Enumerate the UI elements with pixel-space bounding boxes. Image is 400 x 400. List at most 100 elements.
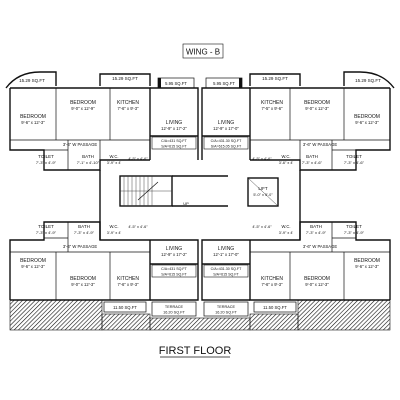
balcony-top-inner-left bbox=[99, 73, 151, 86]
bottom-left-partitions bbox=[10, 222, 150, 300]
bottom-right-living-dim: 12'-1" x 17'-0" bbox=[213, 252, 239, 257]
balcony-area-top-center-left: 5.95 SQ.FT bbox=[165, 81, 187, 86]
top-right-area-super: S/A=615.05 SQ.FT bbox=[211, 145, 242, 149]
balcony-top-inner-right bbox=[249, 73, 301, 86]
wing-title-box bbox=[182, 43, 224, 59]
lift-shaft bbox=[247, 177, 279, 207]
bottom-right-bath-dim: 7'-3" x 4'-9" bbox=[306, 230, 327, 235]
bottom-right-balcony bbox=[253, 301, 297, 313]
bottom-right-partitions bbox=[250, 222, 390, 300]
passage-bottom-right: 3'-6" W PASSAGE bbox=[303, 244, 338, 249]
bottom-left-terrace-area: 16.20 SQ.FT bbox=[163, 311, 185, 315]
top-left-area-super: S/A=615 SQ.FT bbox=[161, 145, 187, 149]
bottom-left-bedroom2-dim: 9'-0" x 12'-3" bbox=[71, 282, 95, 287]
top-right-bedroom1-dim: 9'-6" x 12'-3" bbox=[355, 120, 379, 125]
bottom-left-toilet-label: TOILET bbox=[38, 224, 54, 229]
parapet-hatch-mid bbox=[149, 317, 251, 331]
top-left-bedroom1-dim: 9'-6" x 12'-3" bbox=[21, 120, 45, 125]
top-left-bedroom1-label: BEDROOM bbox=[20, 114, 46, 120]
top-left-kitchen-dim: 7'-6" x 9'-3" bbox=[117, 106, 139, 111]
bottom-left-area-carpet: C/A=431 SQ.FT bbox=[161, 267, 187, 271]
bottom-left-area-box bbox=[151, 264, 197, 278]
top-right-kitchen-label: KITCHEN bbox=[261, 100, 283, 106]
bottom-left-wc-label: W.C. bbox=[109, 224, 118, 229]
parapet-hatch-right bbox=[297, 299, 391, 331]
bottom-left-kitchen-label: KITCHEN bbox=[117, 276, 139, 282]
top-left-partitions bbox=[10, 88, 150, 170]
top-left-bedroom2-dim: 9'-0" x 12'-9" bbox=[71, 106, 95, 111]
top-left-kitchen-label: KITCHEN bbox=[117, 100, 139, 106]
passage-top-left: 3'-6" W PASSAGE bbox=[63, 142, 98, 147]
balcony-curve-top-left bbox=[5, 71, 57, 89]
lift-dim: 5'-0" x 5'-0" bbox=[253, 193, 273, 197]
balcony-area-top-center-right: 5.95 SQ.FT bbox=[213, 81, 235, 86]
top-right-wc-label: W.C. bbox=[281, 154, 290, 159]
bottom-right-wc-dim: 3'-9" x 4' bbox=[279, 231, 294, 235]
bottom-left-bedroom2-label: BEDROOM bbox=[70, 276, 96, 282]
core-lobby-walls bbox=[99, 170, 301, 240]
parapet-hatch-center-right bbox=[249, 313, 299, 331]
bottom-left-bedroom1-label: BEDROOM bbox=[20, 258, 46, 264]
balcony-curve-top-right bbox=[343, 71, 395, 89]
bottom-left-bath-dim: 7'-3" x 4'-9" bbox=[74, 230, 95, 235]
bottom-left-balcony bbox=[103, 301, 147, 313]
bottom-right-terrace-label: TERRACE bbox=[217, 305, 236, 309]
top-right-bedroom2-label: BEDROOM bbox=[304, 100, 330, 106]
bottom-right-bedroom2-dim: 9'-0" x 12'-3" bbox=[305, 282, 329, 287]
balcony-top-center-right-fill bbox=[239, 78, 242, 88]
top-left-bedroom2-label: BEDROOM bbox=[70, 100, 96, 106]
lift-label: LIFT bbox=[258, 186, 268, 191]
top-left-area-carpet: C/A=431 SQ.FT bbox=[161, 139, 187, 143]
bottom-right-area-box bbox=[203, 264, 249, 278]
balcony-area-top-inner-right: 15.29 SQ.FT bbox=[262, 76, 288, 81]
bottom-left-terrace-label: TERRACE bbox=[165, 305, 184, 309]
bottom-right-living-label: LIVING bbox=[218, 246, 235, 252]
top-right-area-carpet: C/A=431.30 SQ.FT bbox=[211, 139, 242, 143]
bottom-left-kitchen-dim: 7'-6" x 9'-3" bbox=[117, 282, 139, 287]
top-right-toilet-label: TOILET bbox=[346, 154, 362, 159]
stair-treads bbox=[120, 176, 172, 206]
passage-bottom-left: 3'-6" W PASSAGE bbox=[63, 244, 98, 249]
bottom-right-bedroom2-label: BEDROOM bbox=[304, 276, 330, 282]
bottom-left-wc-dim: 3'-9" x 4' bbox=[107, 231, 122, 235]
top-left-dry-dim: 4'-5" x 4'-6" bbox=[128, 157, 148, 161]
top-right-wc-dim: 3'-6" x 4' bbox=[279, 161, 294, 165]
bottom-right-bedroom1-dim: 9'-6" x 12'-3" bbox=[355, 264, 379, 269]
wing-title: WING - B bbox=[186, 48, 220, 57]
top-right-bedroom2-dim: 9'-0" x 12'-3" bbox=[305, 106, 329, 111]
top-right-kitchen-dim: 7'-5" x 9'-6" bbox=[261, 106, 283, 111]
bottom-left-balcony-area: 11.50 SQ.FT bbox=[113, 305, 137, 310]
top-right-living-dim: 12'-9" x 17'-0" bbox=[213, 126, 239, 131]
bottom-left-bedroom1-dim: 9'-6" x 12'-3" bbox=[21, 264, 45, 269]
bottom-right-terrace-area: 16.20 SQ.FT bbox=[215, 311, 237, 315]
passage-top-right: 3'-6" W PASSAGE bbox=[303, 142, 338, 147]
floor-title: FIRST FLOOR bbox=[159, 345, 232, 357]
top-left-bath-dim: 7'-1" x 4'-10" bbox=[77, 160, 100, 165]
balcony-area-top-far-right: 15.29 SQ.FT bbox=[355, 78, 381, 83]
top-left-living-walls bbox=[150, 87, 199, 160]
top-right-area-box bbox=[203, 136, 249, 150]
top-left-wc-label: W.C. bbox=[109, 154, 118, 159]
top-right-bath-label: BATH bbox=[306, 154, 318, 159]
lift-cross-1 bbox=[247, 177, 279, 207]
top-left-living-label: LIVING bbox=[166, 120, 183, 126]
stair-up-label: UP bbox=[183, 201, 189, 206]
stair-arrow bbox=[137, 181, 159, 201]
bottom-left-area-super: S/A=615 SQ.FT bbox=[161, 273, 187, 277]
balcony-top-center-left-fill bbox=[158, 78, 161, 88]
top-right-toilet-dim: 7'-3" x 4'-6" bbox=[344, 160, 365, 165]
bottom-right-toilet-label: TOILET bbox=[346, 224, 362, 229]
bottom-left-living-dim: 12'-9" x 17'-2" bbox=[161, 252, 187, 257]
bottom-right-wc-label: W.C. bbox=[281, 224, 290, 229]
top-left-wc-dim: 3'-9" x 4' bbox=[107, 161, 122, 165]
bottom-living-walls bbox=[150, 239, 250, 301]
top-left-toilet-dim: 7'-3" x 4'-9" bbox=[36, 160, 57, 165]
top-right-living-label: LIVING bbox=[218, 120, 235, 126]
bottom-right-kitchen-dim: 7'-6" x 9'-3" bbox=[261, 282, 283, 287]
bottom-right-terrace bbox=[203, 301, 249, 317]
bottom-left-bath-label: BATH bbox=[78, 224, 90, 229]
top-left-living-dim: 12'-9" x 17'-2" bbox=[161, 126, 187, 131]
bottom-right-kitchen-label: KITCHEN bbox=[261, 276, 283, 282]
top-left-toilet-label: TOILET bbox=[38, 154, 54, 159]
